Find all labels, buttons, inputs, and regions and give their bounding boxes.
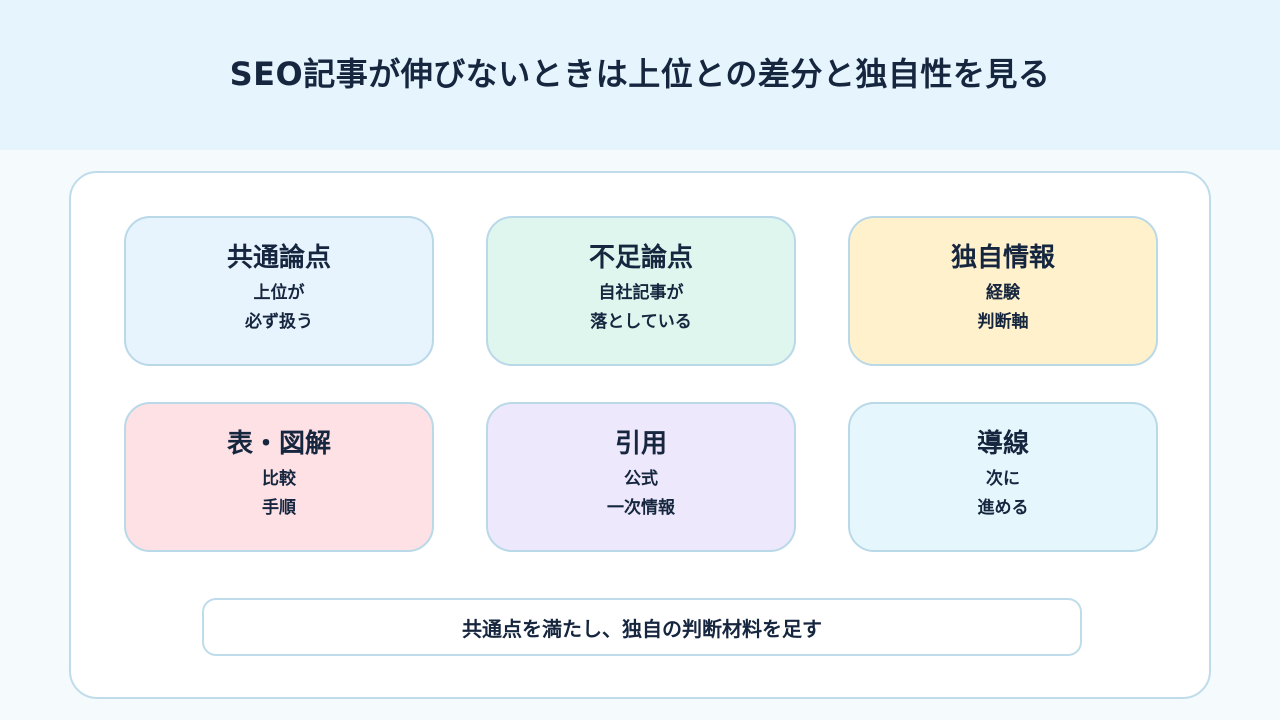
card-line: 必ず扱う <box>245 312 313 332</box>
card-line: 経験 <box>986 283 1020 303</box>
header: SEO記事が伸びないときは上位との差分と独自性を見る <box>0 0 1280 150</box>
card-line: 上位が <box>253 283 305 303</box>
card-line: 公式 <box>624 469 658 489</box>
card-line: 判断軸 <box>977 312 1029 332</box>
card-line: 次に <box>986 469 1020 489</box>
card-line: 自社記事が <box>598 283 684 303</box>
card-line: 一次情報 <box>607 498 675 518</box>
card-common-topics: 共通論点 上位が 必ず扱う <box>124 216 434 366</box>
card-title: 表・図解 <box>226 429 331 459</box>
card-missing-topics: 不足論点 自社記事が 落としている <box>486 216 796 366</box>
card-title: 共通論点 <box>226 243 331 273</box>
card-line: 比較 <box>262 469 296 489</box>
card-title: 引用 <box>614 429 667 459</box>
card-line: 手順 <box>262 498 296 518</box>
card-title: 導線 <box>976 429 1029 459</box>
card-original-info: 独自情報 経験 判断軸 <box>848 216 1158 366</box>
card-line: 落としている <box>590 312 692 332</box>
summary-bar: 共通点を満たし、独自の判断材料を足す <box>202 598 1082 656</box>
card-title: 不足論点 <box>588 243 693 273</box>
card-navigation-flow: 導線 次に 進める <box>848 402 1158 552</box>
page-title: SEO記事が伸びないときは上位との差分と独自性を見る <box>229 55 1051 93</box>
card-tables-diagrams: 表・図解 比較 手順 <box>124 402 434 552</box>
card-line: 進める <box>977 498 1029 518</box>
card-title: 独自情報 <box>950 243 1055 273</box>
card-citations: 引用 公式 一次情報 <box>486 402 796 552</box>
content-panel: 共通論点 上位が 必ず扱う 不足論点 自社記事が 落としている 独自情報 経験 … <box>69 171 1211 699</box>
summary-text: 共通点を満たし、独自の判断材料を足す <box>462 616 822 641</box>
